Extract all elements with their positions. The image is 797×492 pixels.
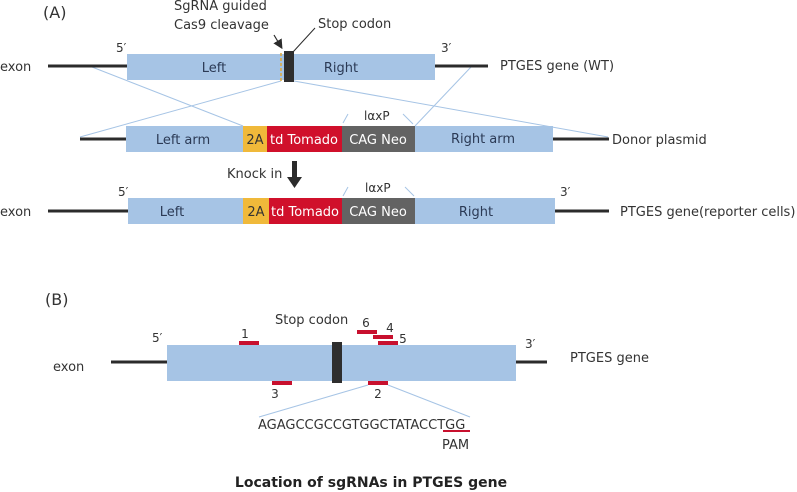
sgrna-1-mark [239,341,259,345]
sgrna-4-label: 4 [386,321,394,335]
tdtomato-label: td Tomado [271,205,339,220]
left-segment-box [128,198,243,224]
pam-sequence: TGG [436,418,465,433]
sgrna-2-sequence: AGAGCCGCCGTGGCTATACCTGG [258,418,465,433]
sgrna-5-mark [378,341,398,345]
cag-neo-box [342,198,415,224]
sgrna-4-mark [373,335,393,339]
connector-line [91,66,244,127]
two-a-box [243,198,269,224]
two-a-box [243,126,267,152]
connector-line [414,66,472,127]
sgrna-5-label: 5 [399,332,407,346]
sequence-zoom-line [258,384,369,418]
tdtomato-box [267,126,342,152]
panel-a-label: (A) [43,3,66,22]
cleavage-callout-line2: Cas9 cleavage [174,18,269,33]
sgrna-2-mark [368,381,388,385]
three-prime-label: 3′ [560,185,571,199]
loxp-mark [342,186,349,197]
cleavage-callout-line1: SgRNA guided [174,0,267,14]
connector-line [293,80,609,138]
loxp-label: lαxP [364,109,390,123]
wt-gene-label: PTGES gene (WT) [500,59,614,74]
five-prime-label: 5′ [116,41,127,55]
stop-callout-leader [292,27,316,53]
homology-connectors [79,66,609,197]
right-segment-box [415,198,555,224]
sgrna-6-label: 6 [362,316,370,330]
figure-caption: Location of sgRNAs in PTGES gene [235,475,507,491]
exon-label: exon [53,360,84,375]
wt-exon-box [127,54,435,80]
loxp-mark [404,186,415,197]
right-segment-label: Right [324,61,358,76]
sgrna-1-label: 1 [241,327,249,341]
sgrna-2-label: 2 [374,387,382,401]
panel-b-label: (B) [45,290,68,309]
loxp-label: lαxP [365,181,391,195]
reporter-gene-label: PTGES gene(reporter cells) [620,205,795,220]
sgrna-map: exon 5′ Stop codon 3′ PTGES gene 1 3 2 6… [53,313,649,453]
five-prime-label: 5′ [152,331,163,345]
protospacer-sequence: AGAGCCGCCGTGGCTATACC [258,418,437,433]
sequence-zoom-line [387,384,471,418]
right-arm-box [415,126,553,152]
reporter-gene-row: exon 5′ Left 2A td Tomado CAG Neo lαxP R… [0,181,795,224]
exon-label: exon [0,60,31,75]
pam-label: PAM [442,438,469,453]
connector-line [79,80,282,138]
right-arm-label: Right arm [451,132,515,147]
tdtomato-box [269,198,342,224]
left-segment-label: Left [202,61,226,76]
tdtomato-label: td Tomado [270,133,338,148]
loxp-mark [342,113,349,124]
ptges-gene-label: PTGES gene [570,351,649,366]
five-prime-label: 5′ [118,185,129,199]
three-prime-label: 3′ [441,41,452,55]
stop-codon-bar [332,342,342,383]
left-segment-label: Left [160,205,184,220]
sgrna-3-label: 3 [271,387,279,401]
sgrna-6-mark [357,330,377,334]
left-arm-label: Left arm [156,133,210,148]
exon-label: exon [0,205,31,220]
knock-in-step: Knock in [227,161,302,188]
cag-neo-box [342,126,415,152]
knock-in-label: Knock in [227,167,282,182]
loxp-mark [402,113,414,125]
left-arm-box [126,126,243,152]
wt-gene-row: exon 5′ 3′ Left Right PTGES gene (WT) Sg… [0,0,614,82]
stop-codon-bar [284,51,294,82]
stop-codon-callout: Stop codon [275,313,348,328]
stop-codon-callout: Stop codon [318,17,391,32]
right-segment-label: Right [459,205,493,220]
sgrna-3-mark [272,381,292,385]
down-arrow-icon [287,177,302,188]
donor-plasmid-label: Donor plasmid [612,133,707,148]
cag-neo-label: CAG Neo [349,133,407,148]
two-a-label: 2A [247,205,264,220]
cleavage-arrow-icon [273,34,283,50]
two-a-label: 2A [246,133,263,148]
cag-neo-label: CAG Neo [349,205,407,220]
three-prime-label: 3′ [525,337,536,351]
donor-plasmid-row: Left arm 2A td Tomado CAG Neo lαxP Right… [80,109,707,152]
knock-in-arrow-shaft [292,161,297,179]
